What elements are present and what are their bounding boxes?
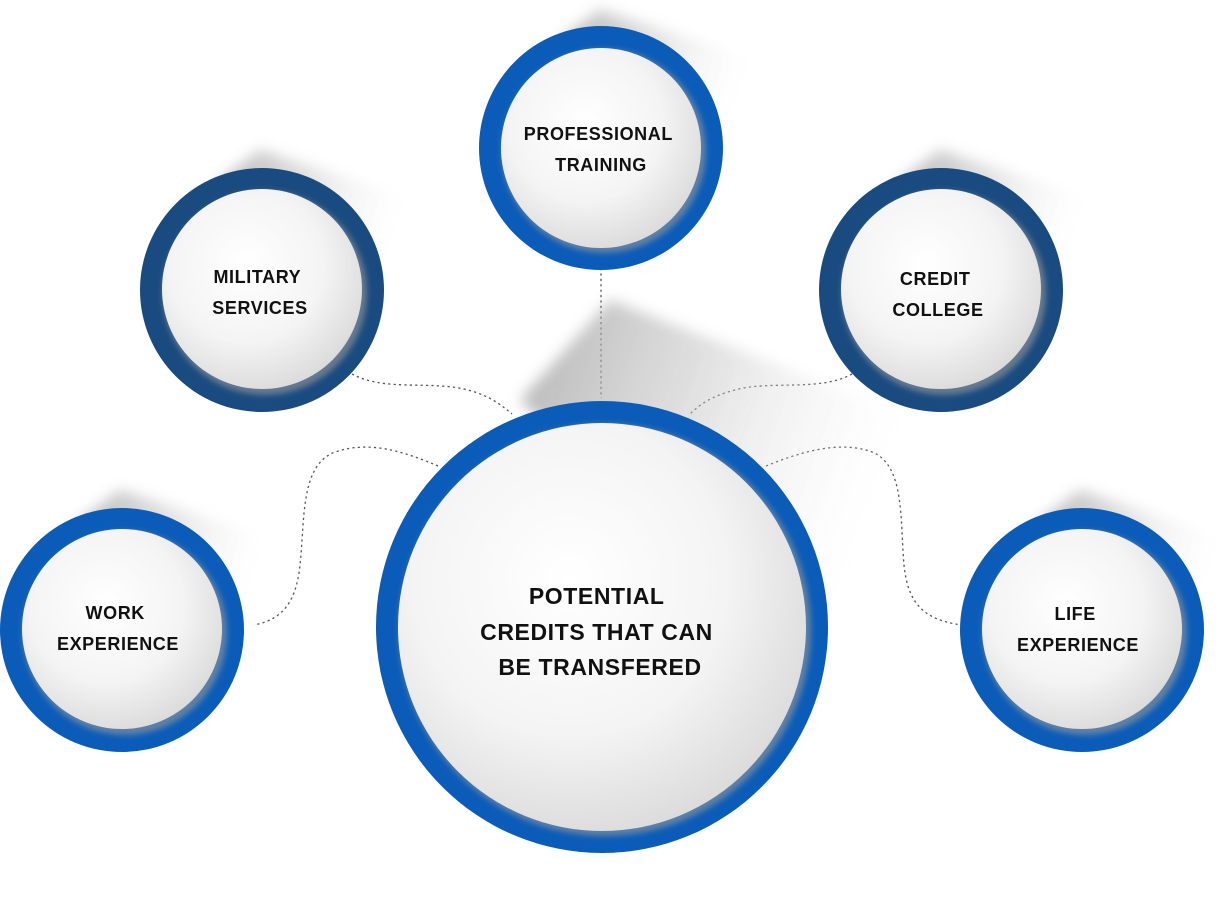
node-label-line: COLLEGE <box>892 300 983 320</box>
connector-military-services <box>351 373 513 415</box>
svg-text:PROFESSIONAL TRAINING: PROFESSIONAL TRAINING <box>524 124 679 175</box>
node-label-line: EXPERIENCE <box>1017 635 1139 655</box>
node-work-experience: WORK EXPERIENCE <box>0 490 275 752</box>
svg-text:LIFE EXPERIENCE: LIFE EXPERIENCE <box>1017 604 1139 655</box>
node-disc <box>501 48 701 248</box>
svg-text:CREDIT COLLEGE: CREDIT COLLEGE <box>892 269 983 320</box>
center-node-line: CREDITS THAT CAN <box>480 619 713 645</box>
node-life-experience: LIFE EXPERIENCE <box>960 490 1228 752</box>
svg-text:MILITARY SERVICES: MILITARY SERVICES <box>212 267 308 318</box>
node-label-line: PROFESSIONAL <box>524 124 673 144</box>
center-node-line: POTENTIAL <box>529 583 664 609</box>
node-label-line: MILITARY <box>213 267 300 287</box>
svg-text:POTENTIAL CREDITS THAT C: POTENTIAL CREDITS THAT CAN BE TRANSFERED <box>480 583 720 680</box>
node-label-line: EXPERIENCE <box>57 634 179 654</box>
svg-text:WORK EXPERIENCE: WORK EXPERIENCE <box>57 603 179 654</box>
center-node-disc <box>398 423 806 831</box>
node-military-services: MILITARY SERVICES <box>140 150 415 412</box>
connector-work-experience <box>253 446 439 626</box>
node-label-line: LIFE <box>1054 604 1095 624</box>
center-node-line: BE TRANSFERED <box>498 654 701 680</box>
node-professional-training: PROFESSIONAL TRAINING <box>479 10 760 270</box>
node-credit-college: CREDIT COLLEGE <box>819 150 1095 412</box>
node-label-line: TRAINING <box>555 155 647 175</box>
node-disc <box>841 189 1041 389</box>
node-label-line: CREDIT <box>900 269 971 289</box>
node-disc <box>22 529 222 729</box>
center-node: POTENTIAL CREDITS THAT CAN BE TRANSFERED <box>376 300 930 853</box>
node-label-line: SERVICES <box>212 298 308 318</box>
node-label-line: WORK <box>86 603 145 623</box>
node-disc <box>982 529 1182 729</box>
node-disc <box>162 189 362 389</box>
